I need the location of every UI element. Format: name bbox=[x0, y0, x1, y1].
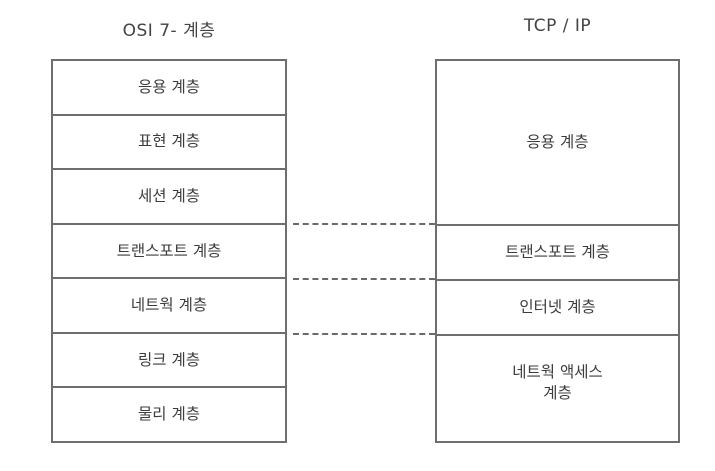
tcpip-layer-transport: 트랜스포트 계층 bbox=[437, 226, 678, 281]
mapping-connector-session-application bbox=[293, 223, 435, 225]
osi-layer-network: 네트웍 계층 bbox=[53, 279, 285, 334]
osi-layer-link: 링크 계층 bbox=[53, 333, 285, 389]
osi-layer-stack: 응용 계층 표현 계층 세션 계층 트랜스포트 계층 네트웍 계층 링크 계층 … bbox=[51, 59, 287, 443]
osi-layer-application: 응용 계층 bbox=[53, 61, 285, 116]
osi-layer-physical: 물리 계층 bbox=[53, 388, 285, 442]
mapping-connector-transport-internet bbox=[293, 278, 435, 280]
osi-column-title: OSI 7- 계층 bbox=[122, 21, 216, 41]
tcpip-layer-internet: 인터넷 계층 bbox=[437, 281, 678, 336]
tcpip-layer-network-access: 네트웍 액세스 계층 bbox=[437, 336, 678, 441]
mapping-connector-network-access bbox=[293, 333, 435, 335]
osi-layer-session: 세션 계층 bbox=[53, 170, 285, 225]
osi-layer-presentation: 표현 계층 bbox=[53, 115, 285, 171]
tcpip-column-title: TCP / IP bbox=[523, 16, 592, 36]
osi-layer-transport: 트랜스포트 계층 bbox=[53, 224, 285, 280]
tcpip-layer-stack: 응용 계층 트랜스포트 계층 인터넷 계층 네트웍 액세스 계층 bbox=[435, 59, 680, 443]
tcpip-layer-application: 응용 계층 bbox=[437, 61, 678, 226]
